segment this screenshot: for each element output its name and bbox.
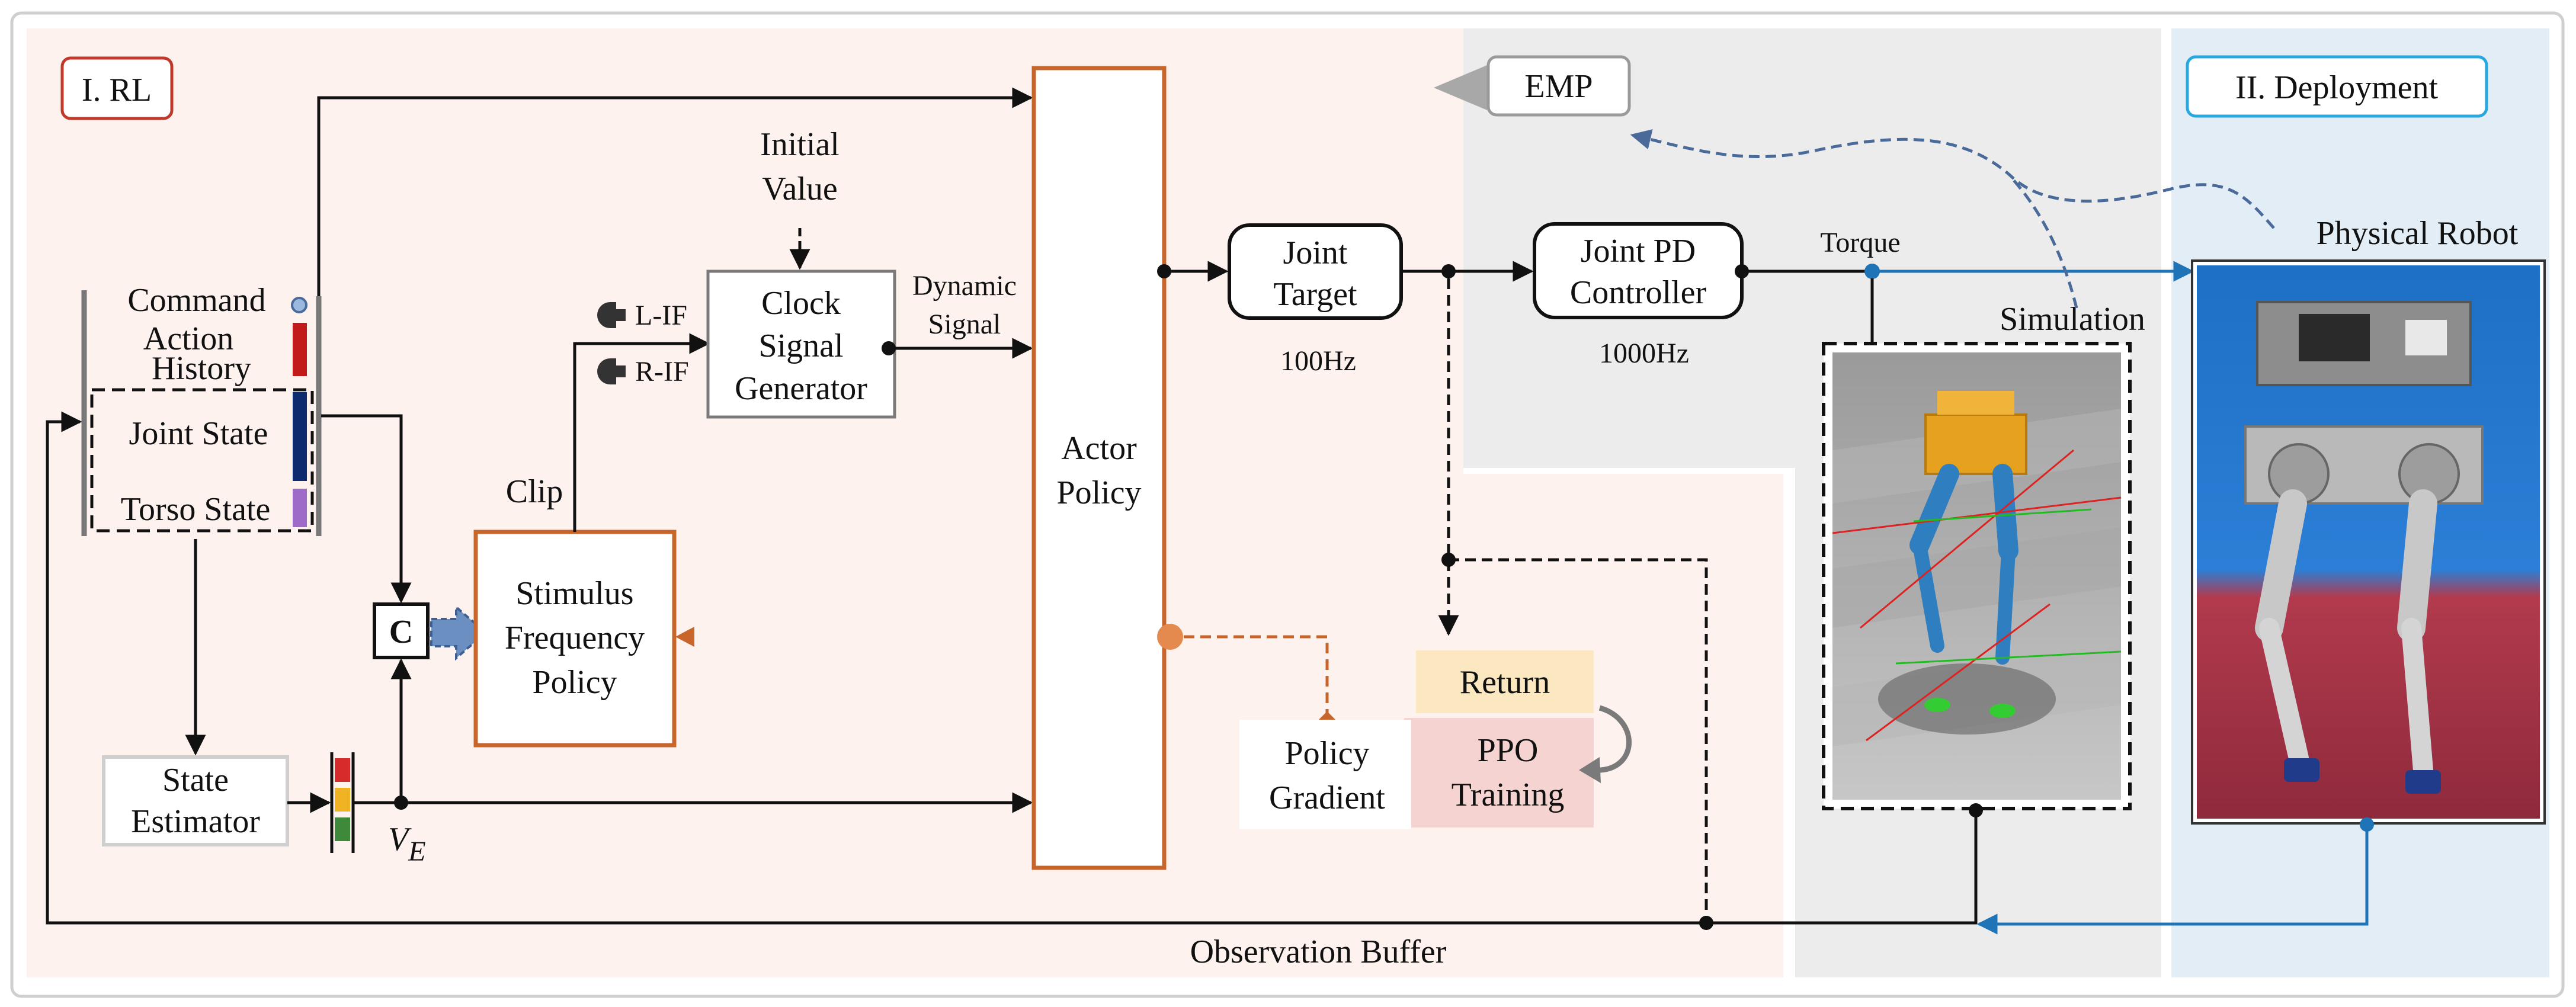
pd-label-1: Joint PD [1581,233,1696,270]
observation-buffer-label: Observation Buffer [1190,934,1447,970]
command-indicator [291,297,307,313]
joint-target-label-2: Target [1273,276,1357,313]
velocity-seg-green [335,817,350,841]
state-estimator-label-2: Estimator [131,803,260,840]
policy-gradient-junction [1157,624,1183,650]
r-if-label: R-IF [635,356,689,387]
clip-label: Clip [506,473,563,510]
pd-label-2: Controller [1570,274,1707,311]
ppo-label-2: Training [1452,777,1565,813]
rl-section-label-box [60,56,174,120]
policy-gradient-arrowhead [675,627,694,647]
ppo-to-actor-gradient-line [1183,635,1329,720]
physical-robot-photo [2197,265,2540,819]
robot-to-buffer-arrow [1976,822,2369,935]
action-history-label-1: Action [143,320,233,357]
stimulus-label-3: Policy [532,664,617,701]
l-if-icon [597,302,616,328]
joint-state-label: Joint State [129,415,268,452]
actor-policy-box [1031,66,1167,870]
policy-gradient-label-1: Policy [1284,735,1369,772]
stimulus-label-1: Stimulus [515,575,633,612]
stimulus-to-clock-arrow [573,333,710,532]
policy-gradient-box [1239,720,1411,829]
action-history-label-2: History [152,350,251,387]
observation-buffer-line [46,411,1978,925]
actor-policy-label-1: Actor [1061,430,1137,467]
deployment-section-label: II. Deployment [2235,69,2439,106]
physical-robot-label: Physical Robot [2317,215,2519,252]
action-history-bar [293,323,307,376]
clock-label-1: Clock [761,285,841,322]
torso-state-label: Torso State [121,491,271,528]
dynamic-signal-label-2: Signal [928,309,1001,340]
torque-junction [1864,264,1880,279]
torso-state-bar [293,489,307,527]
joint-target-to-buffer-dashed [1449,558,1708,921]
state-to-concat-arrow [321,414,412,604]
initial-value-label-2: Value [762,171,838,207]
state-estimator-box [102,755,289,846]
joint-target-label-1: Joint [1283,235,1348,271]
robot-output-junction [2360,817,2374,832]
simulation-to-emp-dashed [2010,177,2078,309]
simulation-output-junction [1969,803,1983,817]
velocity-seg-red [335,758,350,782]
joint-target-rate: 100Hz [1280,345,1356,377]
policy-gradient-label-2: Gradient [1269,780,1385,816]
stimulus-label-2: Frequency [505,620,645,656]
return-to-ppo-loop-arrow [1593,705,1632,773]
velocity-seg-yellow [335,788,350,812]
simulation-image [1832,352,2122,800]
concat-box [373,602,430,659]
command-to-actor-arrow [317,87,1033,296]
joint-target-junction [1441,264,1456,278]
joint-state-bar [293,392,307,481]
velocity-estimate-label: VE [388,821,426,867]
dynamic-signal-label-1: Dynamic [912,270,1017,302]
state-estimator-label-1: State [162,762,229,798]
ppo-training-box [1404,718,1594,828]
r-if-icon-tip [616,365,626,377]
stimulus-frequency-policy-box [473,530,677,748]
return-label: Return [1460,664,1550,701]
l-if-icon-tip [616,309,626,321]
ppo-label-1: PPO [1478,732,1539,769]
emp-label: EMP [1524,68,1593,105]
clock-output-junction [882,341,896,355]
concat-to-stimulus-arrow [430,604,488,661]
clock-signal-generator-box [706,270,896,419]
emp-box [1486,55,1631,117]
command-label: Command [127,282,265,319]
r-if-icon [597,358,616,384]
clock-label-2: Signal [758,328,843,364]
simulation-label: Simulation [2000,301,2145,338]
deployment-section-label-box [2186,55,2488,118]
actor-policy-label-2: Policy [1056,474,1141,511]
rl-section-label: I. RL [82,72,152,108]
initial-value-label-1: Initial [760,126,840,163]
robot-state-group [90,388,314,533]
emp-arrow [1434,65,1487,110]
torque-label: Torque [1820,227,1900,258]
return-to-ppo-loop-arrowhead [1579,757,1601,783]
clock-label-3: Generator [735,370,867,407]
pd-rate: 1000Hz [1599,338,1689,369]
concat-label: C [389,614,413,650]
deployment-to-emp-dashed [1630,129,2275,229]
l-if-label: L-IF [635,300,687,331]
return-box [1416,650,1594,713]
